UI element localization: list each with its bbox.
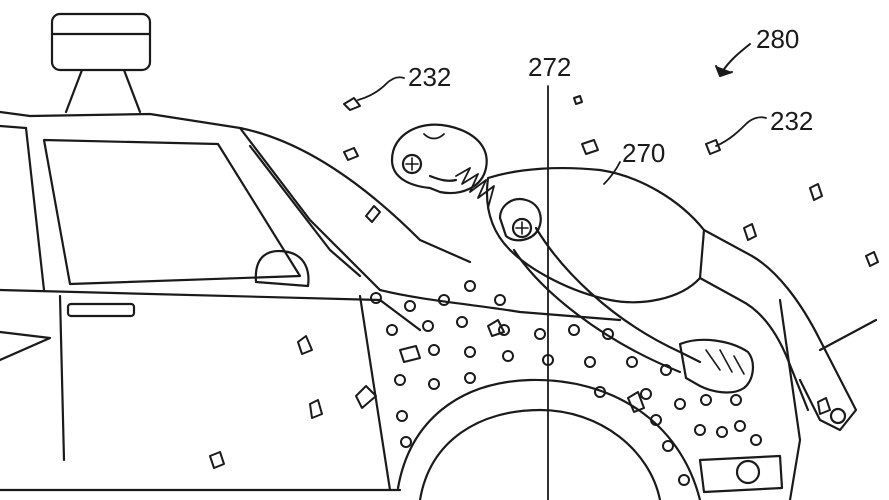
pedestrian-figure — [390, 123, 878, 432]
debris-particles — [209, 95, 879, 469]
ref-numeral-232-left: 232 — [408, 62, 452, 92]
ref-numeral-232-right: 232 — [770, 106, 814, 136]
vehicle-body — [0, 110, 802, 500]
roof-sensor-unit — [50, 12, 152, 114]
ref-numeral-272: 272 — [528, 52, 572, 82]
hood-adhesive-dots — [370, 280, 762, 486]
arrow-icon — [715, 43, 751, 77]
leader-lines — [357, 76, 767, 185]
ref-numeral-280: 280 — [756, 24, 800, 54]
ref-numeral-270: 270 — [622, 138, 666, 168]
